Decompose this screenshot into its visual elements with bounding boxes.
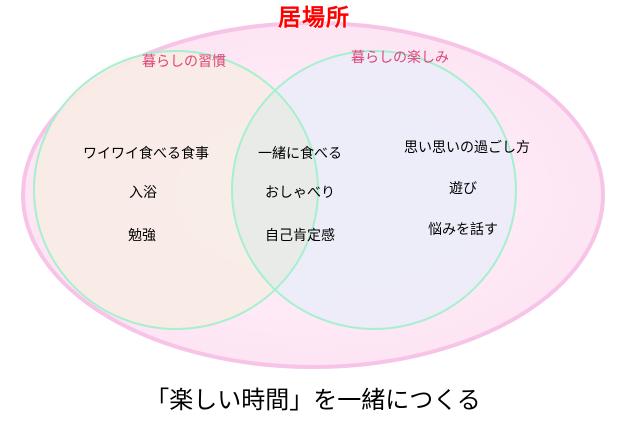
left-set-label: 暮らしの習慣 bbox=[142, 54, 226, 70]
right-set-label: 暮らしの楽しみ bbox=[351, 50, 449, 66]
right-circle bbox=[232, 51, 516, 329]
right-item: 悩みを話す bbox=[428, 222, 498, 238]
overlap-item: 一緒に食べる bbox=[258, 146, 342, 162]
right-circle-outline bbox=[231, 50, 517, 330]
right-item: 遊び bbox=[449, 181, 477, 197]
left-item: 入浴 bbox=[129, 185, 157, 201]
left-item: 勉強 bbox=[128, 228, 156, 244]
left-item: ワイワイ食べる食事 bbox=[83, 146, 209, 162]
overlap-item: おしゃべり bbox=[265, 185, 335, 201]
right-item: 思い思いの過ごし方 bbox=[404, 140, 530, 156]
left-circle-outline bbox=[33, 50, 319, 330]
overlap-item: 自己肯定感 bbox=[265, 228, 335, 244]
left-circle bbox=[34, 51, 318, 329]
diagram-title: 居場所 bbox=[278, 5, 350, 31]
caption: 「楽しい時間」を一緒につくる bbox=[145, 386, 481, 414]
